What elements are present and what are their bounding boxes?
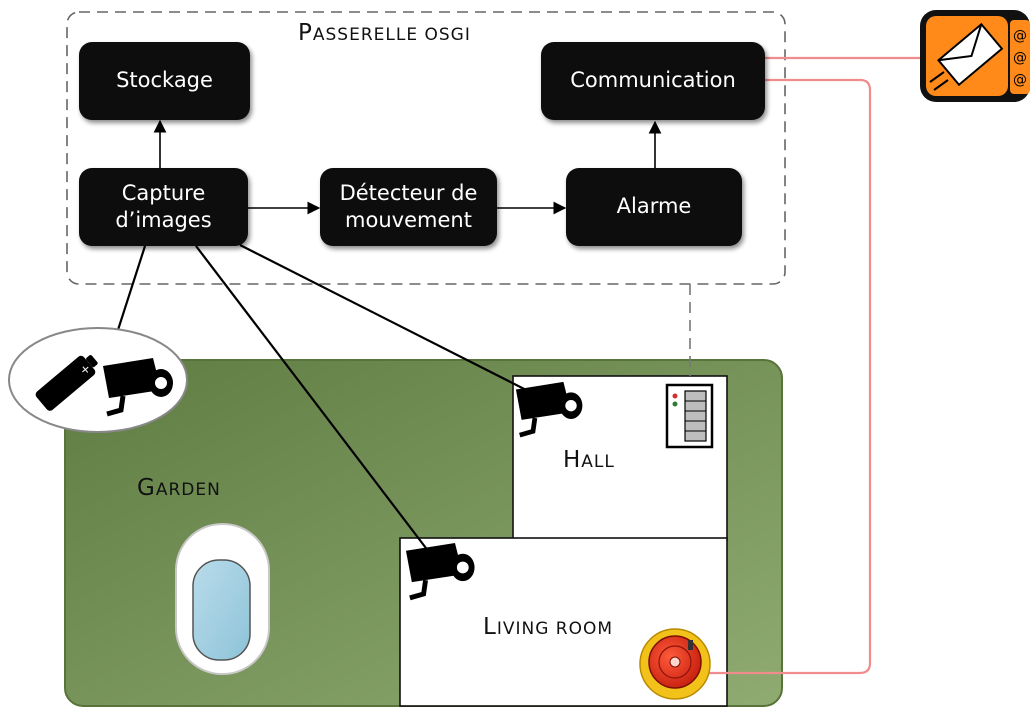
link-capture-battery-camera (115, 245, 147, 334)
camera-icon (103, 358, 173, 417)
hall-label: Hall (563, 447, 615, 473)
gateway-title: Passerelle OSGi (298, 20, 471, 46)
link-capture-living-camera (195, 245, 433, 557)
battery-icon: + (35, 355, 98, 411)
alarm-bell-link (700, 78, 872, 675)
svg-text:@: @ (1013, 50, 1027, 66)
link-capture-hall-camera (239, 244, 541, 398)
pool-icon (175, 523, 270, 675)
node-capture-label-1: Capture (121, 180, 206, 205)
alarm-panel-icon (665, 383, 714, 449)
svg-text:@: @ (1013, 72, 1027, 88)
node-communication: Communication (541, 42, 765, 120)
alarm-bell-icon (639, 628, 711, 700)
email-icon: @ @ @ (920, 10, 1030, 102)
node-detecteur: Détecteur de mouvement (320, 168, 497, 246)
node-capture-label-2: d’images (115, 208, 212, 232)
svg-text:@: @ (1013, 28, 1027, 44)
node-detecteur-label-2: mouvement (345, 208, 472, 232)
garden-label: Garden (137, 475, 221, 501)
hall-camera-icon (515, 381, 583, 438)
gateway-boundary (66, 11, 786, 285)
battery-camera-bubble: + (8, 327, 188, 433)
node-alarme-label: Alarme (616, 194, 692, 219)
node-communication-label: Communication (570, 68, 736, 93)
living-room-label: Living room (483, 614, 614, 640)
node-stockage: Stockage (79, 42, 250, 120)
node-stockage-label: Stockage (116, 68, 213, 93)
node-alarme: Alarme (566, 168, 742, 246)
living-camera-icon (405, 542, 475, 601)
node-detecteur-label-1: Détecteur de (339, 180, 478, 205)
node-capture: Capture d’images (79, 168, 248, 246)
